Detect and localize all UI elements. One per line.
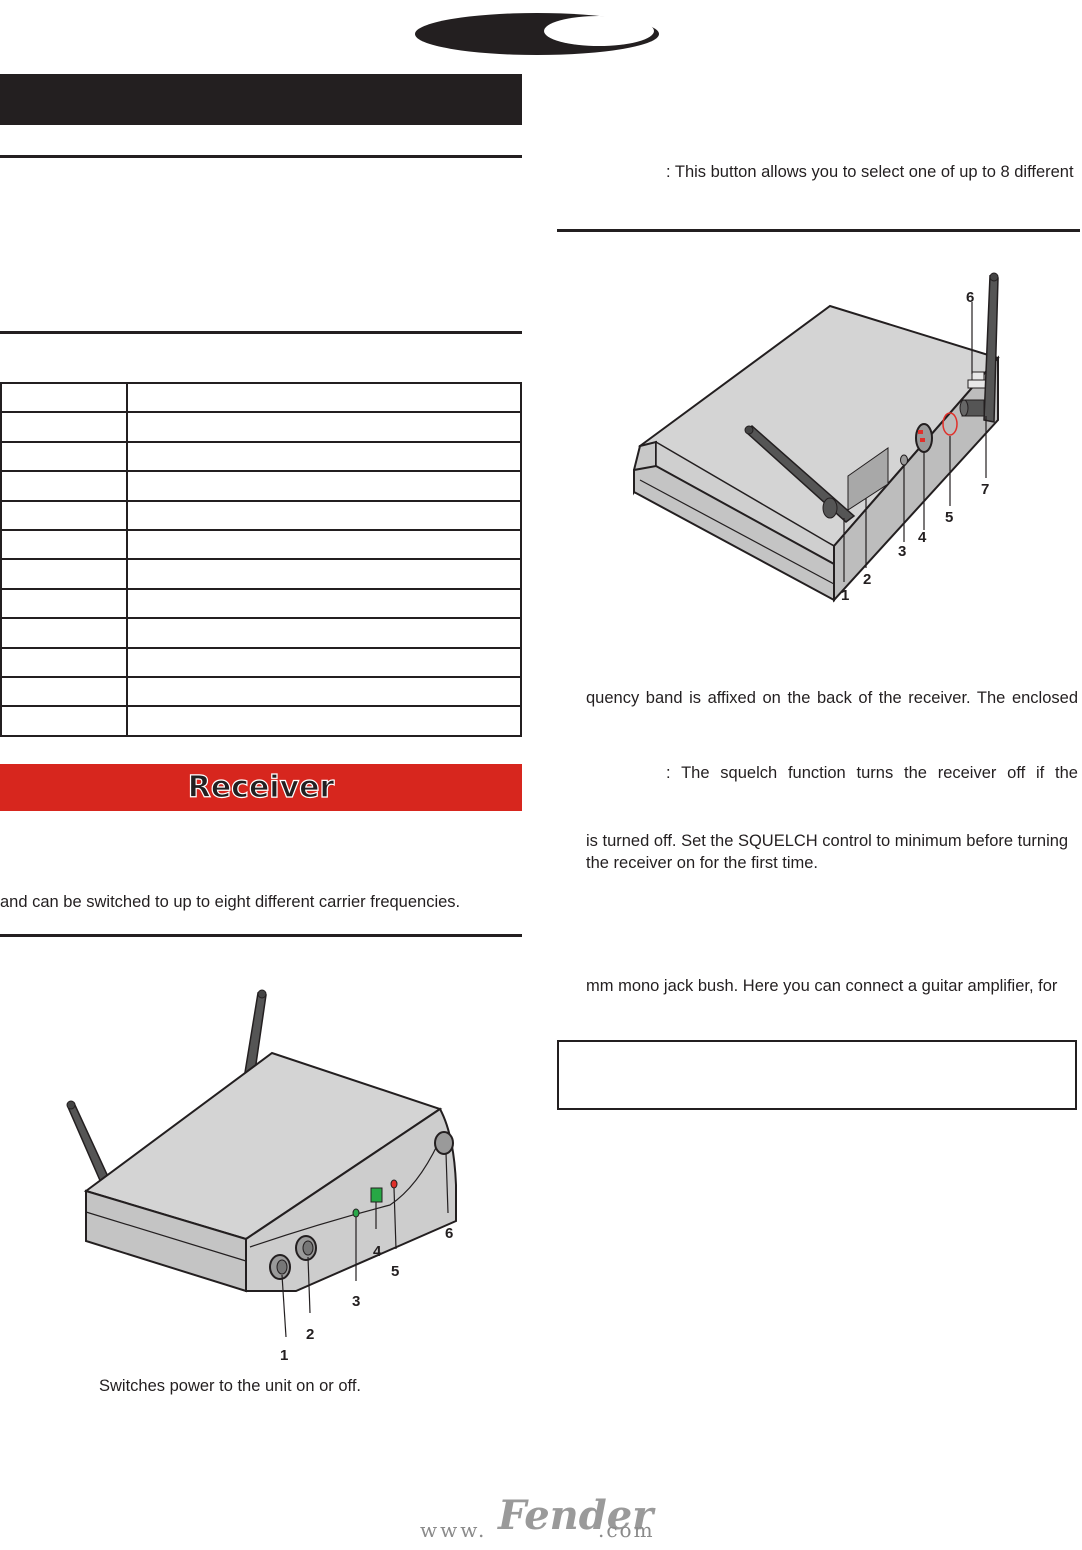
spec-value-cell (126, 587, 522, 620)
spec-row (0, 558, 522, 590)
spec-value-cell (126, 470, 522, 502)
spec-row (0, 381, 522, 414)
spec-value-cell (126, 558, 522, 590)
frequency-band-text: quency band is affixed on the back of th… (586, 689, 1078, 707)
spec-key-cell (0, 676, 128, 708)
spec-key-cell (0, 440, 128, 473)
spec-row (0, 587, 522, 620)
channel-button-text: : This button allows you to select one o… (666, 163, 1074, 181)
spec-key-cell (0, 381, 128, 414)
footer-prefix: www. (420, 1518, 488, 1542)
front-callout-3: 3 (352, 1293, 360, 1310)
rear-callout-7: 7 (981, 481, 989, 498)
output-jack-text: mm mono jack bush. Here you can connect … (586, 977, 1058, 995)
front-callout-2: 2 (306, 1326, 314, 1343)
rear-callout-5: 5 (945, 509, 953, 526)
squelch-text-3: the receiver on for the first time. (586, 854, 819, 872)
rear-callout-4: 4 (918, 529, 927, 546)
spec-value-cell (126, 676, 522, 708)
rear-callout-6: 6 (966, 289, 974, 306)
language-pill-logo (415, 13, 659, 55)
spec-row (0, 617, 522, 649)
rear-callout-1: 1 (841, 587, 849, 604)
spec-key-cell (0, 499, 128, 532)
footer-suffix: .com (598, 1518, 655, 1542)
spec-row (0, 440, 522, 473)
receiver-rear-panel-figure: 1 2 3 4 5 6 7 (633, 272, 1000, 604)
spec-row (0, 470, 522, 502)
spec-value-cell (126, 411, 522, 443)
front-callout-1: 1 (280, 1347, 288, 1364)
spec-key-cell (0, 558, 128, 590)
receiver-banner-title: Receiver (187, 769, 335, 805)
receiver-front-panel-figure: 1 2 3 4 5 6 (66, 989, 457, 1364)
footer-website: www. Fender .com (420, 1492, 680, 1542)
squelch-text-2: is turned off. Set the SQUELCH control t… (586, 832, 1069, 850)
specifications-table (0, 381, 522, 737)
front-callout-5: 5 (391, 1263, 399, 1280)
spec-key-cell (0, 587, 128, 620)
fender-logo: Fender (498, 1492, 654, 1539)
spec-row (0, 676, 522, 708)
spec-key-cell (0, 411, 128, 443)
spec-key-cell (0, 646, 128, 679)
spec-value-cell (126, 705, 522, 737)
spec-value-cell (126, 646, 522, 679)
spec-key-cell (0, 617, 128, 649)
power-switch-caption: Switches power to the unit on or off. (99, 1377, 362, 1395)
spec-value-cell (126, 381, 522, 414)
spec-key-cell (0, 529, 128, 561)
rear-callout-2: 2 (863, 571, 871, 588)
front-callout-4: 4 (373, 1243, 382, 1260)
spec-row (0, 646, 522, 679)
notice-box (557, 1040, 1077, 1110)
section-rule (557, 229, 1080, 232)
rear-callout-3: 3 (898, 543, 906, 560)
section-title-band (0, 74, 522, 125)
front-callout-6: 6 (445, 1225, 453, 1242)
intro-text: and can be switched to up to eight diffe… (0, 893, 461, 911)
section-rule (0, 934, 522, 937)
spec-row (0, 499, 522, 532)
spec-row (0, 411, 522, 443)
receiver-banner: Receiver (0, 764, 522, 811)
spec-row (0, 529, 522, 561)
spec-key-cell (0, 470, 128, 502)
spec-key-cell (0, 705, 128, 737)
spec-value-cell (126, 617, 522, 649)
spec-value-cell (126, 529, 522, 561)
spec-value-cell (126, 440, 522, 473)
squelch-text: : The squelch function turns the receive… (666, 764, 1078, 782)
section-rule (0, 155, 522, 158)
spec-row (0, 705, 522, 737)
spec-value-cell (126, 499, 522, 532)
section-rule (0, 331, 522, 334)
